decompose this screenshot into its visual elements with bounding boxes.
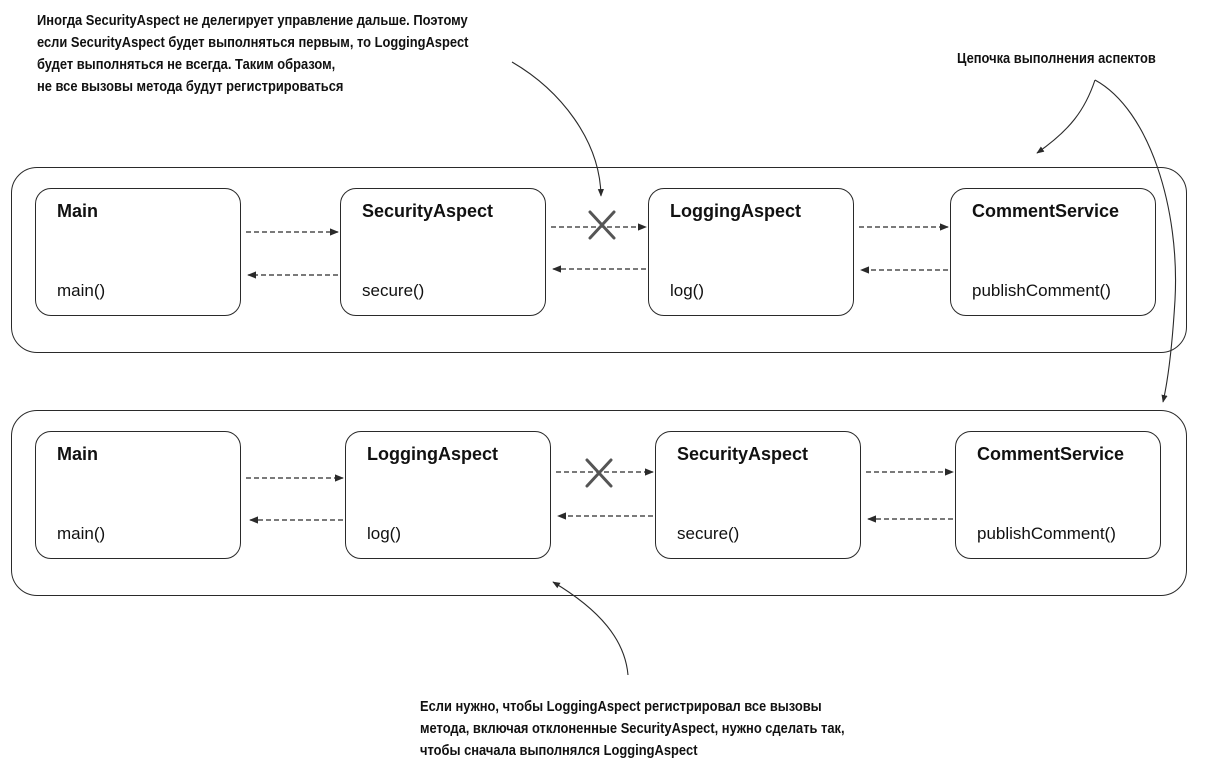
leader-line (1036, 79, 1096, 154)
top-note-line: не все вызовы метода будут регистрироват… (37, 78, 344, 95)
box-method: publishComment() (977, 524, 1116, 543)
box-method: secure() (362, 281, 425, 300)
cross-icon (585, 458, 613, 488)
leader-line (1094, 79, 1177, 403)
chain-box-main: Main main() (35, 188, 241, 316)
cross-icon (588, 210, 616, 240)
box-title: Main (57, 201, 99, 221)
box-title: SecurityAspect (677, 444, 809, 464)
box-method: secure() (677, 524, 740, 543)
bottom-note-line: чтобы сначала выполнялся LoggingAspect (420, 742, 698, 759)
box-title: CommentService (977, 444, 1125, 464)
box-title: SecurityAspect (362, 201, 494, 221)
chain-box-comment-service: CommentService publishComment() (955, 431, 1161, 559)
top-note-line: будет выполняться не всегда. Таким образ… (37, 56, 336, 73)
chain-label: Цепочка выполнения аспектов (957, 50, 1156, 67)
bottom-note: Если нужно, чтобы LoggingAspect регистри… (420, 696, 845, 762)
box-method: main() (57, 281, 106, 300)
chain-box-comment-service: CommentService publishComment() (950, 188, 1156, 316)
box-method: publishComment() (972, 281, 1111, 300)
chain-box-logging-aspect: LoggingAspect log() (648, 188, 854, 316)
box-title: Main (57, 444, 99, 464)
top-note-line: если SecurityAspect будет выполняться пе… (37, 34, 469, 51)
chain-box-main: Main main() (35, 431, 241, 559)
chain-box-security-aspect: SecurityAspect secure() (340, 188, 546, 316)
chain-box-security-aspect: SecurityAspect secure() (655, 431, 861, 559)
leader-line (552, 581, 629, 676)
chain-box-logging-aspect: LoggingAspect log() (345, 431, 551, 559)
leader-line (511, 61, 604, 197)
bottom-note-line: метода, включая отклоненные SecurityAspe… (420, 720, 845, 737)
box-title: LoggingAspect (367, 444, 498, 464)
top-note-line: Иногда SecurityAspect не делегирует упра… (37, 12, 468, 29)
bottom-note-line: Если нужно, чтобы LoggingAspect регистри… (420, 698, 822, 715)
box-method: main() (57, 524, 106, 543)
box-method: log() (670, 281, 705, 300)
box-title: CommentService (972, 201, 1120, 221)
top-note: Иногда SecurityAspect не делегирует упра… (37, 10, 468, 98)
box-title: LoggingAspect (670, 201, 801, 221)
box-method: log() (367, 524, 402, 543)
